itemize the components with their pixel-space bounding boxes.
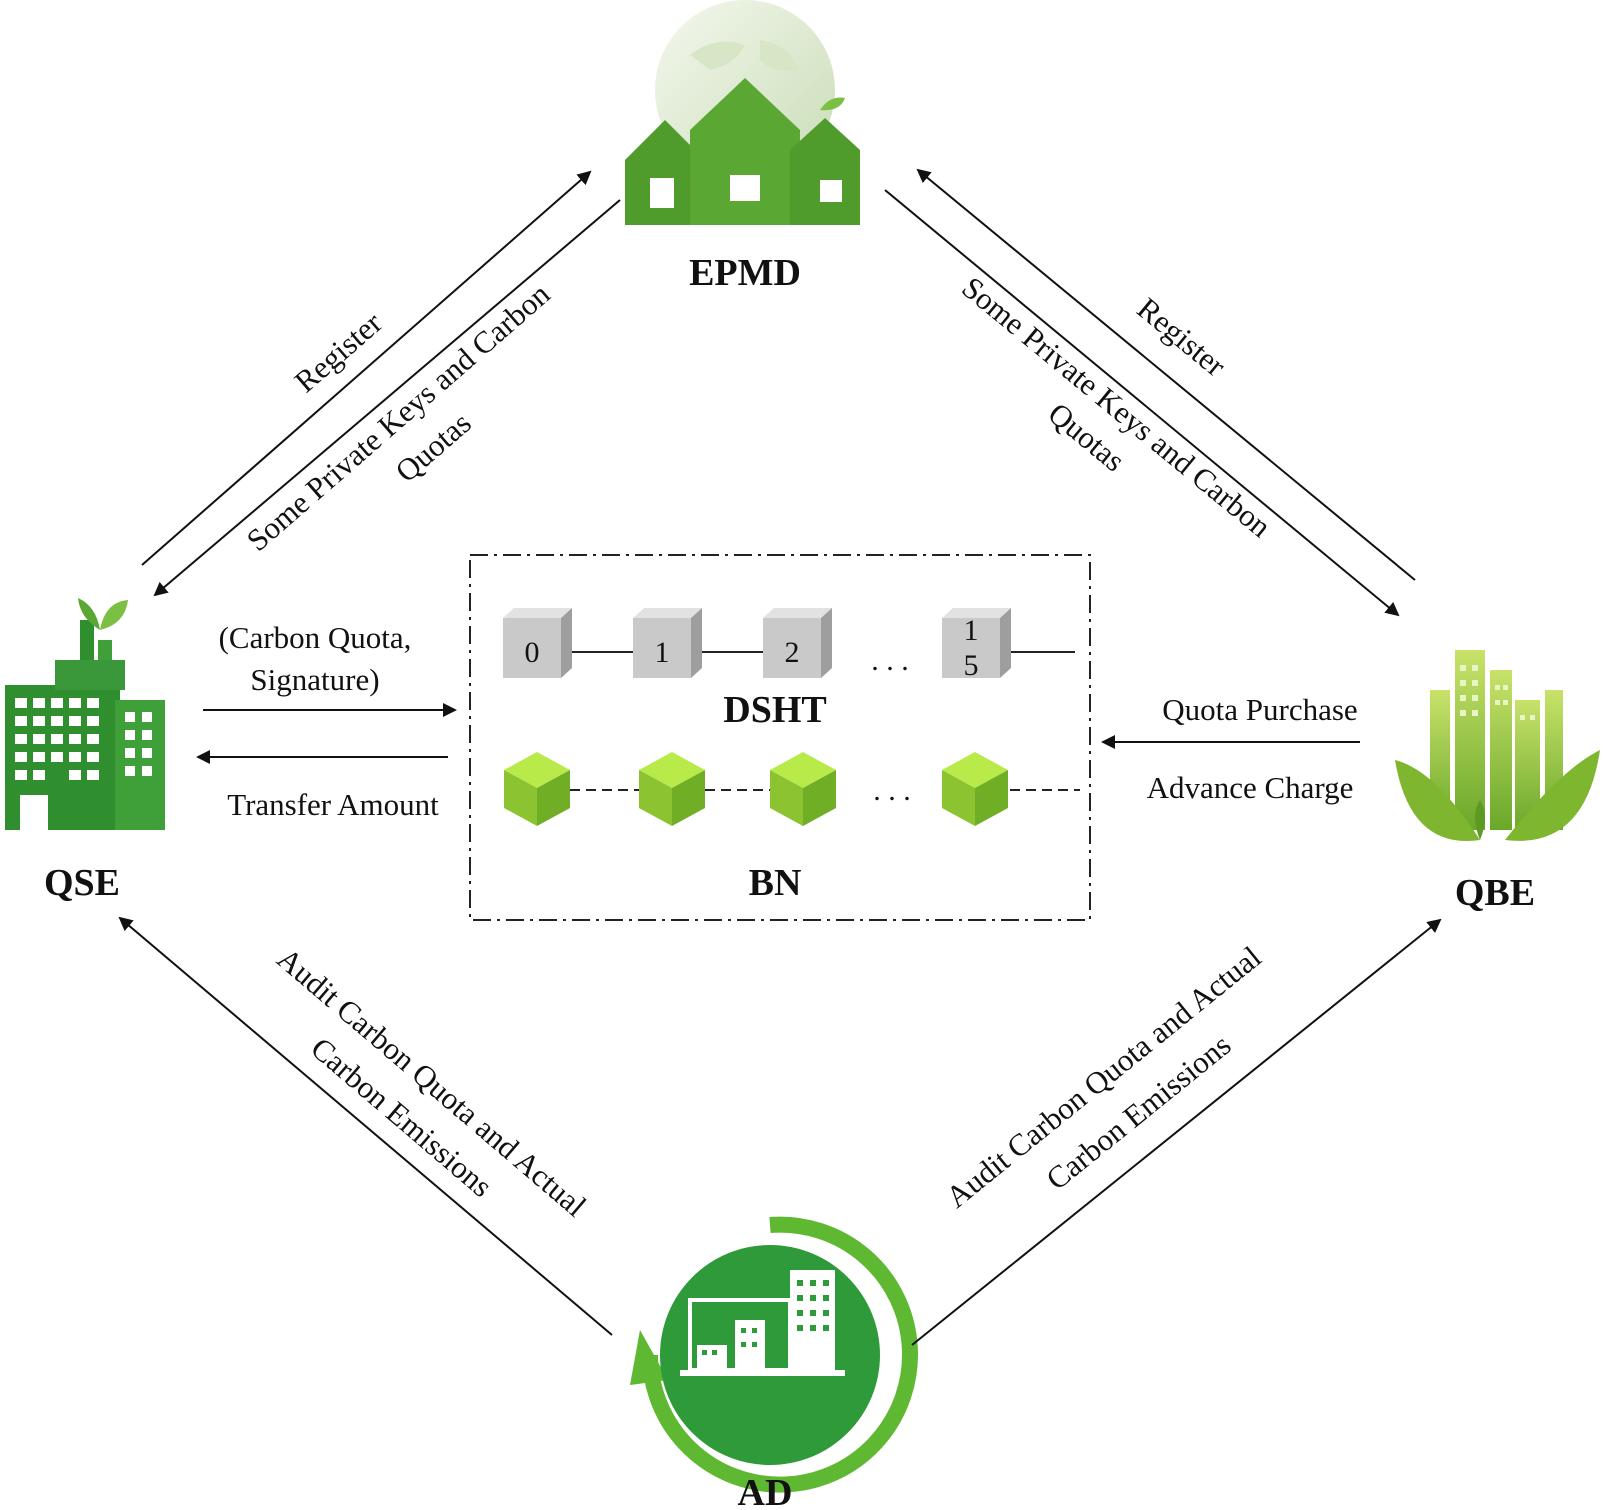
ad-to-qbe-arrow: [911, 918, 1442, 1346]
epmd-to-qse-arrow: [153, 199, 621, 597]
right-audit-label-line1: Audit Carbon Quota and Actual: [939, 939, 1267, 1214]
bn-node: [770, 752, 836, 826]
bn-label: BN: [749, 862, 802, 904]
epmd-icon: [625, 0, 860, 225]
ad-to-qse-arrow: [118, 916, 613, 1336]
dsht-block-label-line1: 1: [964, 614, 979, 647]
qbe-label: QBE: [1455, 872, 1535, 914]
epmd-to-qbe-arrow: [884, 189, 1400, 617]
left-register-label: Register: [288, 305, 389, 400]
qse-icon: [5, 598, 165, 830]
qse-label: QSE: [44, 862, 120, 904]
dsht-block-label: 0: [525, 636, 540, 669]
ad-icon: [630, 1216, 918, 1493]
bn-node: [504, 752, 570, 826]
left-audit-label-line1: Audit Carbon Quota and Actual: [271, 941, 594, 1224]
dsht-block-label-line2: 5: [964, 649, 979, 682]
right-register-label: Register: [1131, 291, 1234, 384]
right-keys-label-line1: Some Private Keys and Carbon: [955, 270, 1278, 545]
qbe-register-arrow: [916, 168, 1416, 581]
bn-ellipsis: . . .: [873, 774, 911, 807]
left-keys-label-line1: Some Private Keys and Carbon: [240, 276, 557, 558]
network-box: [469, 554, 1091, 921]
dsht-block: 2: [763, 608, 832, 678]
qse-register-arrow: [141, 170, 592, 566]
qse-to-box-label-line2: Signature): [250, 662, 379, 697]
dsht-block: 1: [633, 608, 702, 678]
qbe-to-box-label-line1: Quota Purchase: [1162, 692, 1357, 727]
dsht-block: 1 5: [942, 608, 1011, 682]
dsht-label: DSHT: [723, 689, 826, 731]
qse-to-box-label-line1: (Carbon Quota,: [219, 620, 412, 655]
dsht-block-label: 1: [655, 636, 670, 669]
qbe-to-box-label-line2: Advance Charge: [1147, 770, 1354, 805]
dsht-chain: 0 1 2 . . . 1 5: [503, 608, 1075, 682]
box-to-qse-label: Transfer Amount: [227, 787, 439, 822]
bn-chain: . . .: [504, 752, 1080, 826]
dsht-ellipsis: . . .: [871, 644, 909, 677]
bn-node: [942, 752, 1008, 826]
epmd-label: EPMD: [689, 252, 801, 294]
qbe-icon: [1395, 650, 1600, 841]
bn-node: [639, 752, 705, 826]
dsht-block: 0: [503, 608, 572, 678]
dsht-block-label: 2: [785, 636, 800, 669]
ad-label: AD: [738, 1472, 793, 1510]
